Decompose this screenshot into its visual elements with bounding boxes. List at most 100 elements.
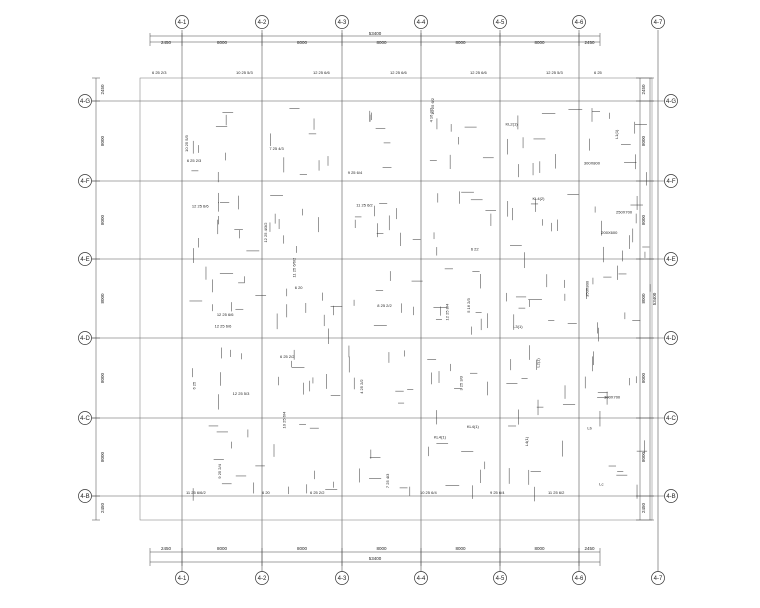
axis-bubble-label: 4-F (81, 179, 90, 185)
axis-bubble-label: 4-6 (575, 20, 584, 26)
beam-annotation: 350X800 (585, 280, 590, 297)
beam-annotation: 9 25 6/4 (348, 170, 363, 175)
beam-annotation: 10 25 5/3 (184, 134, 189, 151)
beam-annotation: 6 25 2/3 (187, 158, 202, 163)
beam-annotation: 6 20 (262, 490, 271, 495)
axis-bubble (255, 571, 269, 585)
beam-annotation: 6 22 (471, 246, 480, 251)
beam-annotation: 300X700 (604, 395, 621, 400)
axis-bubbles: 4-14-14-24-24-34-34-44-44-54-54-64-64-74… (78, 15, 678, 585)
axis-bubble (78, 411, 92, 425)
left-dim-label: 2450 (100, 502, 105, 513)
beam-annotation: 8 25 2/2 (377, 303, 392, 308)
beam-annotation: L4(1) (524, 436, 529, 446)
beam-annotation: 12 25 5/3 (233, 391, 250, 396)
beam-annotation: 4 16 2/2 (428, 107, 433, 122)
top-dim-label: 8000 (217, 40, 228, 45)
axis-bubble (78, 331, 92, 345)
beam-annotation: 11 25 6/2 (356, 202, 373, 207)
axis-bubble (78, 94, 92, 108)
beam-annotation: KL4(2) (532, 196, 545, 201)
bottom-dim-label: 8000 (217, 546, 228, 551)
top-dim-label: 8000 (376, 40, 387, 45)
beam-annotation: 10 25 5/3 (236, 70, 253, 75)
right-dim-label: 8000 (641, 451, 646, 462)
axis-bubble (664, 489, 678, 503)
left-dim-label: 8000 (100, 293, 105, 304)
beam-annotation: 3 25 3/3 (459, 375, 464, 390)
beam-annotation: 6 25 (594, 70, 603, 75)
top-dim-label: 2450 (584, 40, 595, 45)
axis-bubble (175, 571, 189, 585)
axis-bubble-label: 4-D (80, 336, 90, 342)
beam-annotation: 12 25 6/6 (470, 70, 487, 75)
beam-annotation: 4 25 2/2 (359, 379, 364, 394)
axis-bubble-label: 4-5 (496, 20, 505, 26)
axis-bubble (335, 571, 349, 585)
axis-bubble-label: 4-1 (178, 20, 187, 26)
beam-annotation: 11 25 6/6/2 (186, 490, 206, 495)
beam-annotation: 7 25 4/3 (385, 473, 390, 488)
axis-bubble-label: 4-C (666, 416, 676, 422)
beam-annotation: KL2(1) (506, 121, 519, 126)
building-outline (139, 77, 653, 521)
axis-bubble-label: 4-G (80, 99, 90, 105)
right-dim-label: 8000 (641, 135, 646, 146)
top-dim-label: 8000 (534, 40, 545, 45)
beam-annotation: 12 25 4/3/2 (263, 222, 268, 243)
axis-bubble (335, 15, 349, 29)
beam-annotations: 6 25 2/3 10 25 5/3 12 25 6/6 12 25 6/6 12 25… (152, 70, 633, 495)
axis-bubble (78, 252, 92, 266)
beam-marks (189, 108, 651, 502)
beam-annotation: 200X600 (601, 230, 618, 235)
axis-bubble (572, 15, 586, 29)
beam-annotation: 12 25 8/4 (445, 303, 450, 320)
beam-annotation: 10 25 6/2 (430, 97, 435, 114)
beam-annotation: 250X700 (616, 209, 633, 214)
axis-bubble-label: 4-4 (417, 20, 426, 26)
axis-bubble (414, 15, 428, 29)
beam-annotation: 12 25 6/6 (192, 204, 209, 209)
axis-bubble-label: 4-3 (338, 20, 347, 26)
beam-annotation: Lc (599, 482, 603, 487)
axis-bubble (572, 571, 586, 585)
axis-bubble-label: 4-2 (258, 20, 267, 26)
axis-bubble-label: 4-6 (575, 576, 584, 582)
beam-annotation: 6 25 2/3 (152, 70, 167, 75)
beam-annotation: 10 25 6/4 (281, 411, 286, 428)
top-total-label: 53400 (369, 31, 382, 36)
beam-annotation: 12 25 6/6 (313, 70, 330, 75)
bottom-dim-label: 8000 (455, 546, 466, 551)
beam-annotation: 5 16 2/3 (466, 298, 471, 313)
axis-bubble (664, 411, 678, 425)
right-dim-label: 8000 (641, 293, 646, 304)
axis-bubble (664, 94, 678, 108)
left-dim-label: 8000 (100, 135, 105, 146)
beam-annotation: 12 25 6/6 (390, 70, 407, 75)
beam-annotation: 7 25 4/3 (269, 146, 284, 151)
axis-bubble (175, 15, 189, 29)
axis-bubble-label: 4-E (80, 257, 89, 263)
axis-bubble (651, 15, 665, 29)
left-dim-label: 2450 (100, 84, 105, 95)
axis-bubble-label: 4-B (80, 494, 89, 500)
axis-bubble-label: 4-1 (178, 576, 187, 582)
axis-bubble-label: 4-7 (654, 576, 663, 582)
beam-annotation: 9 25 6/4 (490, 490, 505, 495)
axis-bubble-label: 4-4 (417, 576, 426, 582)
bottom-dim-label: 2450 (584, 546, 595, 551)
beam-annotation: 300X800 (584, 160, 601, 165)
beam-annotation: L2(1) (536, 358, 541, 368)
bottom-total-label: 53400 (369, 556, 382, 561)
beam-annotation: 12 25 5/3 (546, 70, 563, 75)
axis-bubble (78, 174, 92, 188)
beam-annotation: 6 25 2/2 (280, 354, 295, 359)
beam-annotation: 6 25 2/2 (310, 490, 325, 495)
top-dim-label: 8000 (455, 40, 466, 45)
bottom-dim-label: 8000 (534, 546, 545, 551)
beam-annotation: 12 25 6/6 (215, 323, 232, 328)
axis-bubble (414, 571, 428, 585)
beam-annotation: 9 25 2/4 (217, 463, 222, 478)
left-dim-label: 8000 (100, 372, 105, 383)
